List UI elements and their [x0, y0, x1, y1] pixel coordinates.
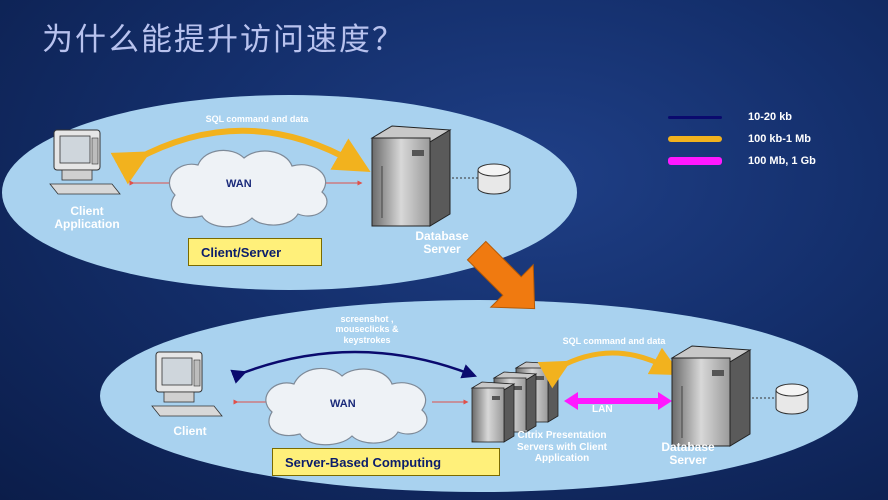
bottom-wan-cloud [265, 367, 428, 446]
legend-item: 100 Mb, 1 Gb [668, 150, 816, 172]
lan-label: LAN [592, 404, 613, 415]
bottom-database-server [670, 345, 752, 447]
bottom-bandwidth-arrow [230, 350, 478, 384]
client-server-box: Client/Server [188, 238, 322, 266]
legend-swatch-navy [668, 115, 722, 119]
citrix-label: Citrix Presentation Servers with Client … [516, 430, 608, 464]
bottom-wan-label: WAN [330, 398, 356, 410]
legend: 10-20 kb 100 kb-1 Mb 100 Mb, 1 Gb [668, 106, 816, 172]
page-title: 为什么能提升访问速度？ [42, 22, 405, 58]
legend-label: 100 kb-1 Mb [748, 133, 811, 145]
top-client-computer [49, 129, 121, 195]
lan-arrow [564, 392, 672, 410]
legend-swatch-magenta [668, 157, 722, 165]
legend-label: 10-20 kb [748, 111, 793, 123]
top-client-label: Client Application [54, 204, 120, 231]
top-arrow-label: SQL command and data [205, 114, 309, 124]
legend-label: 100 Mb, 1 Gb [748, 155, 816, 167]
bottom-arrow-label: screenshot , mouseclicks & keystrokes [335, 314, 399, 345]
top-wan-label: WAN [226, 178, 252, 190]
citrix-server-1 [470, 381, 516, 443]
bottom-disk-icon [775, 383, 809, 415]
bottom-sql-label: SQL command and data [562, 336, 666, 346]
top-wan-cloud [168, 149, 328, 228]
bottom-client-label: Client [173, 424, 207, 438]
legend-swatch-yellow [668, 136, 722, 142]
bottom-sql-arrow [537, 347, 682, 389]
bottom-client-computer [151, 351, 223, 417]
top-database-server [370, 125, 452, 227]
top-server-label: Database Server [415, 229, 469, 256]
top-disk-icon [477, 163, 511, 195]
transition-arrow [466, 240, 536, 310]
legend-item: 100 kb-1 Mb [668, 128, 816, 150]
bottom-server-label: Database Server [661, 440, 715, 467]
legend-item: 10-20 kb [668, 106, 816, 128]
top-bandwidth-arrow [110, 127, 371, 185]
server-based-box: Server-Based Computing [272, 448, 500, 476]
